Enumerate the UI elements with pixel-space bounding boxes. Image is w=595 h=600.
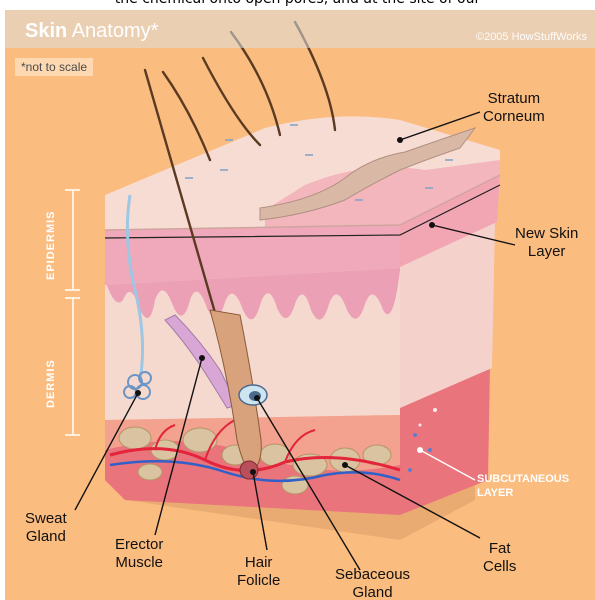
title-light: Anatomy* [72,20,159,42]
layer-markers [65,190,80,435]
label-sebaceous-gland: SebaceousGland [335,566,410,600]
dermis-label: DERMIS [45,359,57,408]
label-erector-muscle: ErectorMuscle [115,536,163,572]
hair-bulb [240,461,258,479]
title-bold: Skin [25,20,67,42]
figure-title: Skin Anatomy* [25,20,158,43]
label-hair-folicle: HairFolicle [237,554,280,590]
label-new-skin-layer: New SkinLayer [515,225,578,261]
fat-cell [183,428,217,452]
copyright-notice: ©2005 HowStuffWorks [476,31,587,43]
fat-cell [119,427,151,449]
label-sweat-gland: SweatGland [25,510,67,546]
scale-note: *not to scale [15,58,93,76]
label-fat-cells: FatCells [483,540,516,576]
fat-cell [138,464,162,480]
epidermis-label: EPIDERMIS [45,210,57,280]
label-stratum-corneum: StratumCorneum [483,90,545,126]
label-subcutaneous-layer: SUBCUTANEOUSLAYER [477,472,569,500]
skin-anatomy-figure: Skin Anatomy* ©2005 HowStuffWorks *not t… [5,10,595,600]
